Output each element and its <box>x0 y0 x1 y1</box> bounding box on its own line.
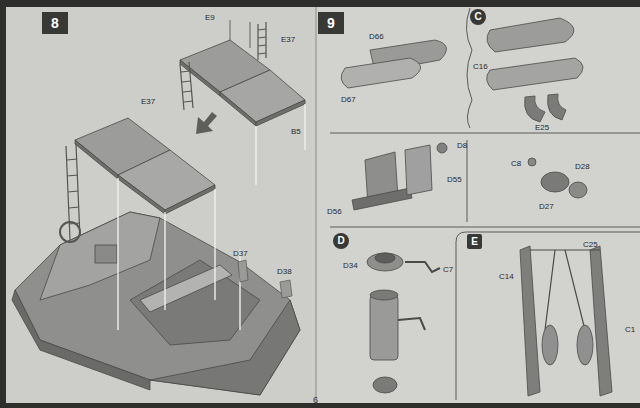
part-number: B5 <box>290 128 302 136</box>
step-label: 9 <box>327 16 335 30</box>
part-number: D55 <box>446 176 463 184</box>
part-number: D38 <box>276 268 293 276</box>
part-number: C8 <box>510 160 522 168</box>
step-label: C <box>474 12 481 22</box>
part-number: C14 <box>498 273 515 281</box>
part-number: D67 <box>340 96 357 104</box>
part-number: E25 <box>534 124 550 132</box>
step-label: E <box>471 237 478 247</box>
part-number: C1 <box>624 326 636 334</box>
step-label: 8 <box>51 16 59 30</box>
part-number: D37 <box>232 250 249 258</box>
part-number: C7 <box>442 266 454 274</box>
part-number: D66 <box>368 33 385 41</box>
part-number: D28 <box>574 163 591 171</box>
part-number: C25 <box>582 241 599 249</box>
part-number: E9 <box>204 14 216 22</box>
part-number: D27 <box>538 203 555 211</box>
part-number: E37 <box>280 36 296 44</box>
step-number: 9 <box>318 12 344 34</box>
part-number: D56 <box>326 208 343 216</box>
substep-marker: C <box>470 9 486 25</box>
substep-marker: E <box>467 234 482 249</box>
step-number: 8 <box>42 12 68 34</box>
part-number: D34 <box>342 262 359 270</box>
part-number: D8 <box>456 142 468 150</box>
step-label: D <box>337 236 344 246</box>
page-number: 6 <box>312 396 319 405</box>
part-number: E37 <box>140 98 156 106</box>
substep-marker: D <box>333 233 349 249</box>
part-number: C16 <box>472 63 489 71</box>
